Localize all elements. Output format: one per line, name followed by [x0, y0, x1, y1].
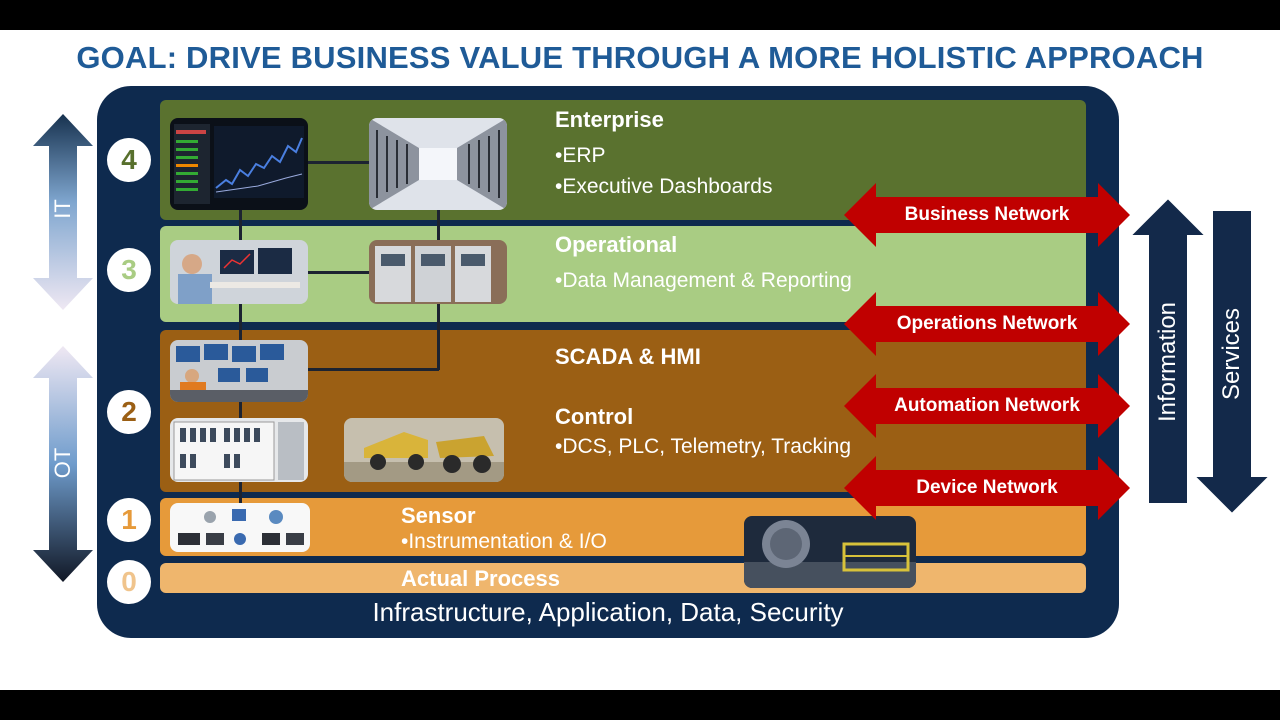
level-3-number: 3: [107, 248, 151, 292]
level-1-number: 1: [107, 498, 151, 542]
business-network-label: Business Network: [904, 204, 1070, 225]
data-management-item: •Data Management & Reporting: [555, 269, 852, 292]
enterprise-heading: Enterprise: [555, 107, 664, 132]
plc-panel-image: [170, 418, 308, 482]
automation-network-arrow: [844, 374, 1130, 438]
operational-heading: Operational: [555, 232, 678, 257]
ot-arrow: [33, 346, 93, 582]
services-down-arrow: [1192, 209, 1272, 516]
top-black-bar: [0, 0, 1280, 30]
automation-network-label: Automation Network: [894, 395, 1080, 416]
sensor-devices-image: [170, 503, 310, 552]
services-label: Services: [1218, 307, 1245, 401]
mining-truck-image: [344, 418, 504, 482]
process-plant-image: [744, 516, 916, 588]
operator-workstation-image: [170, 240, 308, 304]
business-network-arrow: [844, 183, 1130, 247]
information-up-arrow: [1128, 198, 1208, 505]
connector-line: [306, 271, 370, 274]
it-arrow: [33, 114, 93, 310]
dashboard-chart-image: [170, 118, 308, 210]
device-network-arrow: [844, 456, 1130, 520]
footer-text: Infrastructure, Application, Data, Secur…: [372, 597, 844, 627]
level-0-number: 0: [107, 560, 151, 604]
scada-hmi-heading: SCADA & HMI: [555, 344, 701, 369]
slide-title: GOAL: DRIVE BUSINESS VALUE THROUGH A MOR…: [76, 40, 1204, 75]
level-2-number: 2: [107, 390, 151, 434]
control-heading: Control: [555, 404, 634, 429]
level-4-number: 4: [107, 138, 151, 182]
dcs-plc-item: •DCS, PLC, Telemetry, Tracking: [555, 435, 851, 458]
information-label: Information: [1154, 301, 1181, 423]
it-label: IT: [50, 199, 75, 219]
server-room-image: [369, 118, 507, 210]
actual-process-heading: Actual Process: [401, 566, 560, 591]
instrumentation-item: •Instrumentation & I/O: [401, 530, 607, 553]
ot-label: OT: [50, 447, 75, 479]
connector-line: [306, 161, 370, 164]
erp-item: •ERP: [555, 144, 606, 167]
level-1-band: [160, 498, 1086, 556]
operations-network-arrow: [844, 292, 1130, 356]
scada-control-room-image: [170, 340, 308, 402]
control-cabinet-image: [369, 240, 507, 304]
level-0-band: [160, 563, 1086, 593]
operations-network-label: Operations Network: [896, 313, 1078, 334]
connector-line: [306, 368, 439, 371]
device-network-label: Device Network: [916, 477, 1058, 498]
executive-dashboards-item: •Executive Dashboards: [555, 175, 773, 198]
sensor-heading: Sensor: [401, 503, 476, 528]
bottom-black-bar: [0, 690, 1280, 720]
